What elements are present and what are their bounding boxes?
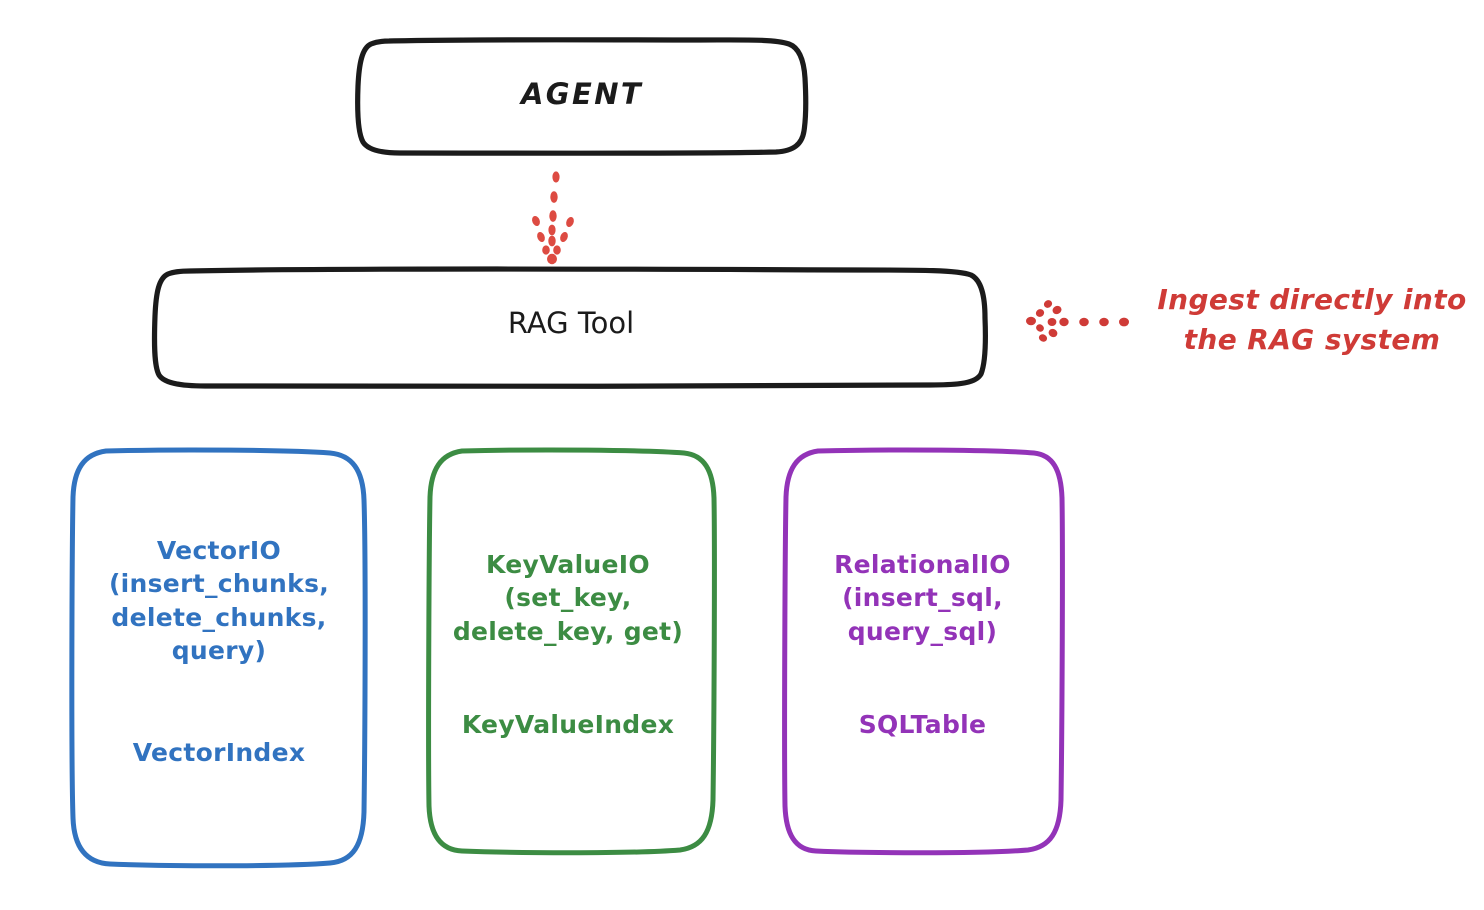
rag-tool-node[interactable]: [151, 266, 988, 389]
relational-store-box-outline: [782, 447, 1065, 856]
relational-store-node[interactable]: [782, 447, 1065, 856]
ingest-dotted-arrow: [1026, 300, 1129, 342]
relational-store-index-label: SQLTable: [858, 710, 987, 739]
vector-store-box-outline: [69, 447, 368, 869]
relational-store-api-label: RelationalIO (insert_sql, query_sql): [834, 550, 1011, 646]
key-value-store-box-outline: [426, 447, 717, 856]
agent-to-rag-dotted-arrow: [532, 171, 574, 265]
vector-store-index-label: VectorIndex: [132, 738, 306, 767]
agent-box-outline: [355, 37, 809, 156]
vector-store-node[interactable]: [69, 447, 368, 869]
key-value-store-api-label: KeyValueIO (set_key, delete_key, get): [452, 550, 684, 646]
key-value-store-node[interactable]: [426, 447, 717, 856]
rag-tool-box-outline: [151, 266, 988, 389]
ingest-annotation-label: Ingest directly into the RAG system: [1157, 283, 1467, 356]
vector-store-api-label: VectorIO (insert_chunks, delete_chunks, …: [108, 536, 330, 665]
agent-node[interactable]: [355, 37, 809, 156]
key-value-store-index-label: KeyValueIndex: [461, 710, 675, 739]
